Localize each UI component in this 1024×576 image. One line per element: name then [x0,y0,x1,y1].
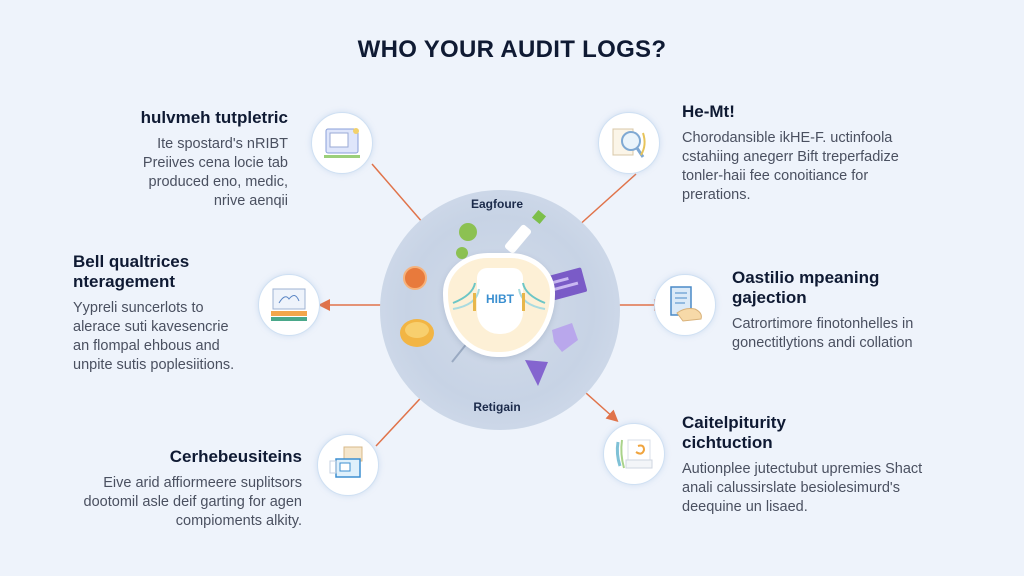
purple-funnel-icon [525,360,548,386]
block-heading: hulvmeh tutpletric [140,108,288,127]
archive-folder-icon [603,423,665,485]
block-body: Ite spostard's nRIBT Preiives cena locie… [142,136,288,209]
block-bottom-right: Caitelpiturity cichtuction Autionplee ju… [682,413,982,517]
magnifier-document-icon [598,112,660,174]
laptop-books-icon [258,274,320,336]
block-heading: Oastilio mpeaning gajection [732,268,880,307]
block-body: Yypreli suncerlots to alerace suti kaves… [73,300,235,373]
hub-decor [400,209,587,386]
purple-cube-icon [552,323,578,352]
hub-bottom-label: Retigain [473,400,521,414]
block-top-right: He-Mt! Chorodansible ikHE-F. uctinfoola … [682,102,982,205]
block-body: Eive arid affiormeere suplitsors dootomi… [83,475,302,529]
block-top-left: hulvmeh tutpletric Ite spostard's nRIBT … [88,108,288,211]
page-title: WHO YOUR AUDIT LOGS? [357,36,667,63]
dashboard-screens-icon [317,434,379,496]
test-tube-icon [504,209,547,254]
block-body: Catrortimore finotonhelles in gonectitly… [732,316,914,351]
orange-coin-icon [403,266,427,290]
block-mid-left: Bell qualtrices nteragement Yypreli sunc… [73,252,273,375]
block-heading: He-Mt! [682,102,735,121]
block-heading: Caitelpiturity cichtuction [682,413,786,452]
hub-shield [477,268,523,334]
green-leaf-icon [456,223,477,259]
hub-center-text: HIBT [486,292,514,306]
block-mid-right: Oastilio mpeaning gajection Catrortimore… [732,268,982,353]
hub-circuit-icon [452,282,546,311]
gold-coins-icon [400,319,434,347]
block-heading: Bell qualtrices nteragement [73,252,190,291]
block-body: Chorodansible ikHE-F. uctinfoola cstahii… [682,130,899,203]
hub-top-label: Eagfoure [470,197,523,211]
monitor-document-icon [311,112,373,174]
block-body: Autionplee jutectubut upremies Shact ana… [682,461,923,515]
block-bottom-left: Cerhebeusiteins Eive arid affiormeere su… [50,447,302,531]
block-heading: Cerhebeusiteins [169,447,302,466]
hand-document-icon [654,274,716,336]
